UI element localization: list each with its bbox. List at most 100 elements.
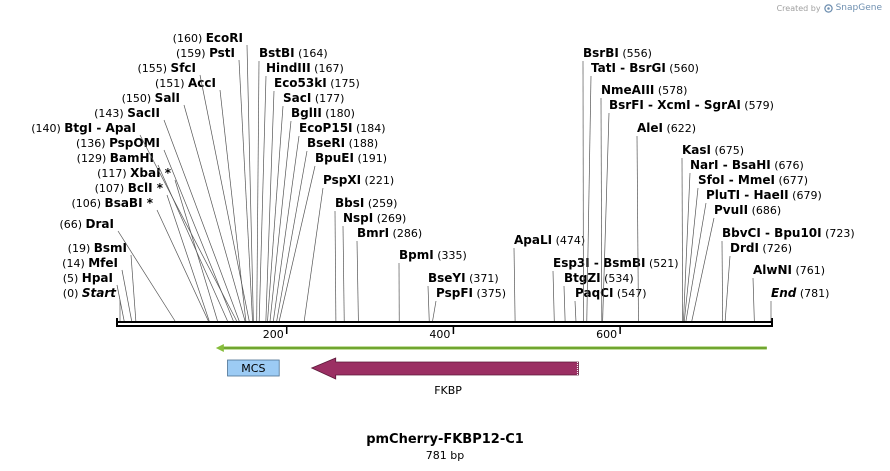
site-leader-line: [636, 135, 639, 322]
site-position: (167): [311, 62, 344, 75]
site-position: (371): [466, 272, 499, 285]
site-leader-line: [342, 225, 345, 322]
site-position: (521): [645, 257, 678, 270]
site-name: NspI: [343, 211, 373, 225]
site-label-drdi: DrdI (726): [730, 241, 792, 255]
site-position: (560): [666, 62, 699, 75]
site-position: (136): [76, 137, 109, 150]
site-label-bsrfi-xcmi-sgrai: BsrFI - XcmI - SgrAI (579): [609, 98, 774, 112]
site-position: (184): [353, 122, 386, 135]
site-name: HpaI: [82, 271, 113, 285]
site-position: (578): [654, 84, 687, 97]
credit-prefix: Created by: [776, 3, 821, 13]
site-name: SalI: [155, 91, 180, 105]
site-name: KasI: [682, 143, 711, 157]
site-label-bbsi: BbsI (259): [335, 196, 397, 210]
site-position: (726): [759, 242, 792, 255]
snapgene-logo-icon: [823, 3, 833, 13]
site-position: (579): [741, 99, 774, 112]
site-label-drai: (66) DraI: [59, 217, 114, 231]
site-leader-line: [116, 284, 125, 322]
site-label-bcli-: (107) BclI *: [95, 181, 164, 195]
site-label-sacii: (143) SacII: [94, 106, 160, 120]
ruler-tick-label: 200: [263, 328, 284, 341]
site-leader-line: [163, 119, 240, 322]
site-position: (180): [322, 107, 355, 120]
site-leader-line: [552, 270, 555, 322]
site-position: (5): [63, 272, 82, 285]
site-label-bsmi: (19) BsmI: [68, 241, 127, 255]
site-label-pspomi: (136) PspOMI: [76, 136, 160, 150]
site-position: (143): [94, 107, 127, 120]
site-label-paqci: PaqCI (547): [575, 286, 647, 300]
site-name: DrdI: [730, 241, 759, 255]
site-label-bsabi-: (106) BsaBI *: [71, 196, 153, 210]
site-leader-line: [600, 97, 603, 322]
site-name: EcoP15I: [299, 121, 353, 135]
site-leader-line: [163, 149, 234, 322]
site-position: (106): [71, 197, 104, 210]
site-position: (723): [822, 227, 855, 240]
site-position: (269): [373, 212, 406, 225]
green-feature-arrowhead: [215, 344, 224, 352]
site-label-bpmi: BpmI (335): [399, 248, 467, 262]
site-leader-line: [267, 105, 284, 322]
site-name: BsrBI: [583, 46, 619, 60]
site-leader-line: [130, 254, 137, 322]
site-position: (547): [613, 287, 646, 300]
site-name: BtgI - ApaI: [64, 121, 136, 135]
site-leader-line: [121, 269, 133, 322]
site-name: MfeI: [88, 256, 118, 270]
site-name: BpuEI: [315, 151, 354, 165]
site-label-tati-bsrgi: TatI - BsrGI (560): [591, 61, 699, 75]
site-name: Esp3I - BsmBI: [553, 256, 645, 270]
site-leader-line: [139, 134, 238, 322]
site-leader-line: [681, 157, 683, 322]
site-leader-line: [683, 187, 699, 322]
snapgene-credit: Created by SnapGene: [777, 3, 882, 13]
site-position: (259): [364, 197, 397, 210]
site-position: (155): [137, 62, 170, 75]
site-position: (622): [663, 122, 696, 135]
site-leader-line: [563, 285, 566, 322]
site-label-start: (0) Start: [63, 286, 117, 300]
site-label-ecori: (160) EcoRI: [173, 31, 243, 45]
fkbp-feature-arrow: [310, 357, 579, 380]
site-position: (534): [601, 272, 634, 285]
site-name: PaqCI: [575, 286, 613, 300]
site-label-acci: (151) AccI: [155, 76, 216, 90]
site-leader-line: [303, 187, 324, 322]
mcs-feature-box: [227, 359, 280, 377]
site-position: (781): [796, 287, 829, 300]
site-position: (175): [327, 77, 360, 90]
site-leader-line: [691, 217, 715, 322]
site-leader-line: [157, 164, 228, 322]
site-name: BseYI: [428, 271, 466, 285]
site-name: NarI - BsaHI: [690, 158, 771, 172]
site-leader-line: [685, 202, 707, 322]
site-label-pspfi: PspFI (375): [436, 286, 506, 300]
site-label-pluti-haeii: PluTI - HaeII (679): [706, 188, 822, 202]
site-label-btgzi: BtgZI (534): [564, 271, 634, 285]
site-name: BbsI: [335, 196, 364, 210]
site-name: SfcI: [171, 61, 196, 75]
site-position: (151): [155, 77, 188, 90]
site-label-bpuei: BpuEI (191): [315, 151, 387, 165]
site-position: (286): [389, 227, 422, 240]
site-label-alwni: AlwNI (761): [753, 263, 825, 277]
site-name: PvuII: [714, 203, 748, 217]
site-leader-line: [427, 285, 430, 322]
site-position: (66): [59, 218, 85, 231]
site-label-eco53ki: Eco53kI (175): [274, 76, 360, 90]
site-leader-line: [721, 240, 724, 322]
site-position: (160): [173, 32, 206, 45]
site-label-alei: AleI (622): [637, 121, 696, 135]
site-label-btgi-apai: (140) BtgI - ApaI: [31, 121, 136, 135]
site-label-bmri: BmrI (286): [357, 226, 422, 240]
site-name: PstI: [209, 46, 235, 60]
site-label-sfoi-mmei: SfoI - MmeI (677): [698, 173, 808, 187]
site-name: BsaBI *: [105, 196, 154, 210]
site-leader-line: [238, 59, 253, 322]
site-position: (675): [711, 144, 744, 157]
